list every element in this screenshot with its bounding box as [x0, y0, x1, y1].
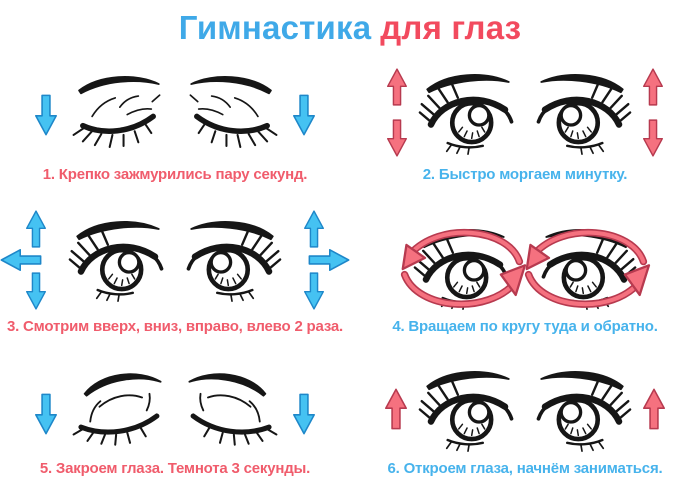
direction-arrows-left — [0, 209, 57, 311]
open-eye-icon — [530, 69, 634, 156]
open-eye-icon — [416, 69, 520, 156]
open-eye-icon — [416, 366, 520, 453]
up-arrow-icon — [304, 209, 324, 249]
rotating-eye — [535, 224, 639, 311]
up-arrow-icon — [643, 66, 663, 108]
down-arrow-icon — [26, 271, 46, 311]
exercise-3-caption: 3. Смотрим вверх, вниз, вправо, влево 2 … — [6, 317, 344, 335]
up-down-arrows — [643, 66, 663, 159]
eye-pair — [66, 366, 284, 453]
right-arrow-icon — [307, 249, 351, 271]
open-eye-icon — [66, 216, 170, 303]
up-arrow-icon — [643, 386, 665, 432]
open-eye-icon — [411, 224, 515, 311]
exercise-4-caption: 4. Вращаем по кругу туда и обратно. — [392, 317, 658, 335]
exercise-1-illustration — [35, 72, 315, 159]
exercise-panel-5: 5. Закроем глаза. Темнота 3 секунды. — [0, 338, 350, 480]
exercise-panel-2: 2. Быстро моргаем минутку. — [350, 50, 700, 186]
exercise-5-caption: 5. Закроем глаза. Темнота 3 секунды. — [39, 459, 311, 477]
exercise-panel-3: 3. Смотрим вверх, вниз, вправо, влево 2 … — [0, 186, 350, 338]
up-arrow-icon — [387, 66, 407, 108]
left-arrow-icon — [0, 249, 43, 271]
exercise-panel-6: 6. Откроем глаза, начнём заниматься. — [350, 338, 700, 480]
exercise-1-caption: 1. Крепко зажмурились пару секунд. — [42, 165, 308, 183]
squeezed-eye-icon — [66, 72, 170, 159]
exercise-6-illustration — [385, 366, 665, 453]
exercise-3-illustration — [0, 209, 351, 311]
down-arrow-icon — [387, 117, 407, 159]
squeezed-eye-icon — [180, 72, 284, 159]
eye-pair — [66, 216, 284, 303]
up-arrow-icon — [26, 209, 46, 249]
down-arrow-icon — [643, 117, 663, 159]
down-arrow-icon — [293, 92, 315, 138]
eye-pair — [416, 69, 634, 156]
down-arrow-icon — [35, 92, 57, 138]
direction-arrows-right — [293, 209, 351, 311]
exercise-grid: 1. Крепко зажмурились пару секунд. 2. Бы… — [0, 50, 700, 480]
title-part-pink: для глаз — [380, 9, 522, 46]
down-arrow-icon — [35, 391, 57, 437]
down-arrow-icon — [293, 391, 315, 437]
closed-eye-icon — [180, 366, 284, 453]
rotating-eye — [411, 224, 515, 311]
exercise-2-illustration — [387, 66, 663, 159]
exercise-4-illustration — [411, 224, 639, 311]
up-arrow-icon — [385, 386, 407, 432]
closed-eye-icon — [66, 366, 170, 453]
open-eye-icon — [180, 216, 284, 303]
eye-pair — [66, 72, 284, 159]
exercise-panel-4: 4. Вращаем по кругу туда и обратно. — [350, 186, 700, 338]
exercise-5-illustration — [35, 366, 315, 453]
exercise-panel-1: 1. Крепко зажмурились пару секунд. — [0, 50, 350, 186]
eye-pair — [416, 366, 634, 453]
exercise-2-caption: 2. Быстро моргаем минутку. — [422, 165, 628, 183]
down-arrow-icon — [304, 271, 324, 311]
exercise-6-caption: 6. Откроем глаза, начнём заниматься. — [387, 459, 663, 477]
up-down-arrows — [387, 66, 407, 159]
title-part-blue: Гимнастика — [178, 9, 372, 46]
open-eye-icon — [530, 366, 634, 453]
open-eye-icon — [535, 224, 639, 311]
